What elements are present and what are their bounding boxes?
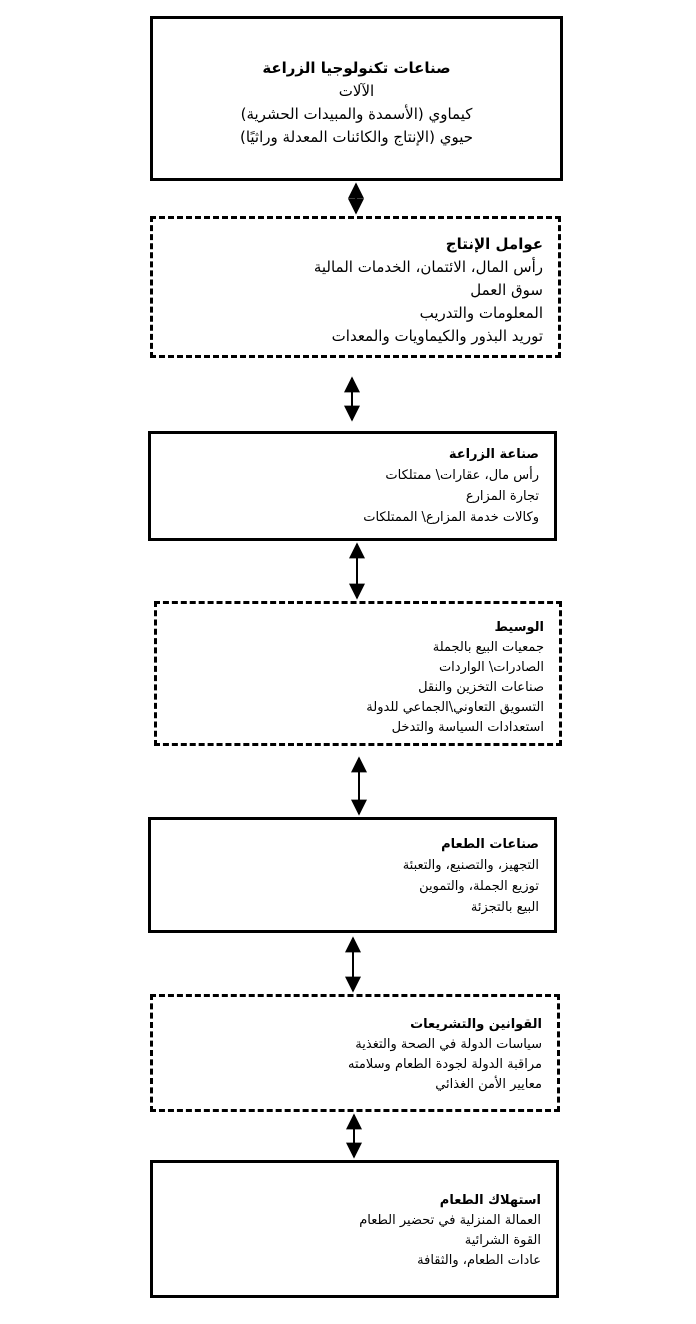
box-agri-tech-industries: صناعات تكنولوجيا الزراعة الآلات كيماوي (… (150, 16, 563, 181)
box-title: الوسيط (494, 620, 545, 635)
box-title: استهلاك الطعام (439, 1193, 541, 1208)
box-line: جمعيات البيع بالجملة (432, 640, 544, 655)
box-line: البيع بالتجزئة (470, 900, 539, 915)
box-title: صناعات الطعام (441, 837, 539, 852)
box-line: معايير الأمن الغذائي (435, 1077, 542, 1092)
box-title: صناعة الزراعة (448, 447, 539, 462)
box-title: عوامل الإنتاج (445, 235, 543, 253)
box-line: سياسات الدولة في الصحة والتغذية (355, 1037, 542, 1052)
box-line: العمالة المنزلية في تحضير الطعام (359, 1213, 541, 1228)
box-line: رأس مال، عقارات\ ممتلكات (385, 468, 539, 483)
box-agriculture-industry: صناعة الزراعة رأس مال، عقارات\ ممتلكات ت… (148, 431, 557, 541)
box-laws-legislation: القوانين والتشريعات سياسات الدولة في الص… (150, 994, 560, 1112)
box-line: تجارة المزارع (465, 489, 539, 504)
box-line: وكالات خدمة المزارع\ الممتلكات (363, 510, 539, 525)
box-line: التسويق التعاوني\الجماعي للدولة (366, 700, 544, 715)
box-line: توريد البذور والكيماويات والمعدات (331, 327, 543, 345)
box-line: التجهيز، والتصنيع، والتعبئة (402, 858, 539, 873)
box-title: صناعات تكنولوجيا الزراعة (262, 59, 451, 77)
box-line: استعدادات السياسة والتدخل (391, 720, 544, 735)
box-intermediary: الوسيط جمعيات البيع بالجملة الصادرات\ ال… (154, 601, 562, 746)
box-title: القوانين والتشريعات (410, 1017, 542, 1032)
box-line: حيوي (الإنتاج والكائنات المعدلة وراثيًا) (239, 128, 474, 146)
box-line: توزيع الجملة، والتموين (419, 879, 539, 894)
box-line: مراقبة الدولة لجودة الطعام وسلامته (348, 1057, 542, 1072)
box-line: المعلومات والتدريب (419, 304, 543, 322)
box-line: صناعات التخزين والنقل (418, 680, 544, 695)
box-line: القوة الشرائية (464, 1233, 541, 1248)
box-line: كيماوي (الأسمدة والمبيدات الحشرية) (240, 105, 473, 123)
box-production-factors: عوامل الإنتاج رأس المال، الائتمان، الخدم… (150, 216, 561, 358)
box-line: الصادرات\ الواردات (438, 660, 544, 675)
box-food-consumption: استهلاك الطعام العمالة المنزلية في تحضير… (150, 1160, 559, 1298)
box-line: عادات الطعام، والثقافة (417, 1253, 541, 1268)
box-line: سوق العمل (470, 281, 543, 299)
box-food-industries: صناعات الطعام التجهيز، والتصنيع، والتعبئ… (148, 817, 557, 933)
box-line: رأس المال، الائتمان، الخدمات المالية (313, 258, 543, 276)
box-line: الآلات (338, 82, 375, 100)
